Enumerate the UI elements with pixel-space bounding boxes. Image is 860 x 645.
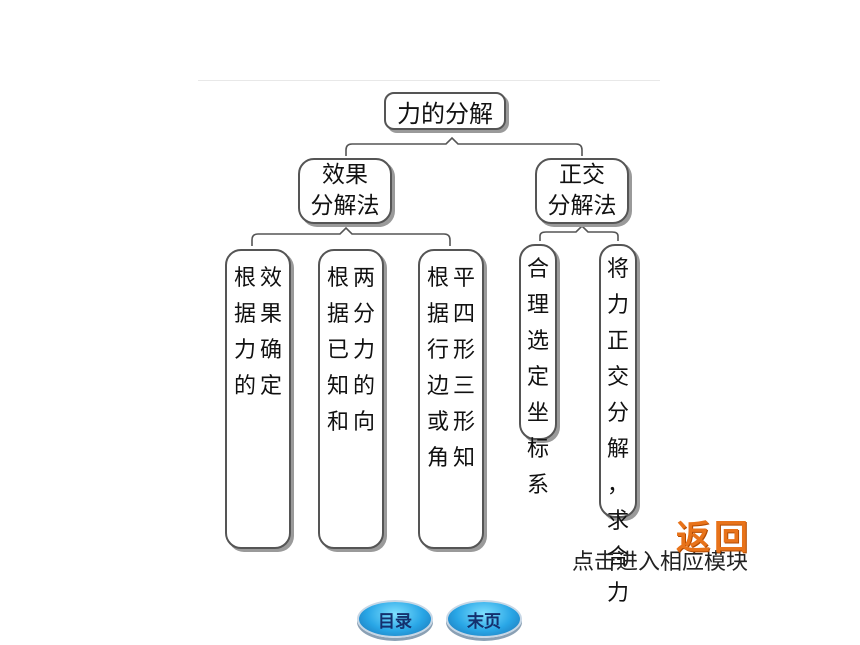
glyph: 知 [326,374,349,399]
glyph: 边 [426,374,449,399]
leaf-node: 根据行边或角 平四形三形知 [418,249,484,549]
glyph: 角 [426,446,449,471]
leaf-node: 合理选定坐标系 [519,244,557,498]
root-label: 力的分解 [397,99,493,128]
glyph: 力 [606,581,629,606]
glyph: 形 [452,410,475,435]
last-page-button-label: 末页 [467,611,501,632]
glyph: 根 [233,266,256,291]
glyph: 理 [526,293,549,318]
glyph: 的 [233,374,256,399]
top-rule [198,80,660,81]
hint-text: 点击进入相应模块 [572,550,749,575]
glyph: 合 [606,545,629,570]
leaf-node: 将力正交分解，求合力 [599,244,637,606]
method-label: 效果 分解法 [310,162,380,219]
text-column: 平四形三形知 [452,261,476,477]
glyph: 分 [606,401,629,426]
glyph: 定 [259,374,282,399]
root-node: 力的分解 [384,92,506,130]
glyph: 和 [326,410,349,435]
glyph: 四 [452,302,475,327]
glyph: 三 [452,374,475,399]
glyph: 力 [606,293,629,318]
text-column: 根据行边或角 [426,261,450,477]
toc-button[interactable]: 目录 [357,600,433,638]
glyph: 标 [526,437,549,462]
glyph: 求 [606,509,629,534]
glyph: 根 [426,266,449,291]
toc-button-label: 目录 [378,611,412,632]
text-column: 效果确定 [259,261,283,405]
text-column: 合理选定坐标系 [526,252,550,504]
glyph: 或 [426,410,449,435]
glyph: 选 [526,329,549,354]
leaf-node: 根据已知和 两分力的向 [318,249,384,549]
glyph: 交 [606,365,629,390]
glyph: 向 [352,410,375,435]
effect-brace [251,226,451,246]
glyph: 据 [326,302,349,327]
ortho-brace [539,224,619,241]
glyph: ， [606,473,629,498]
glyph: 据 [426,302,449,327]
glyph: 将 [606,257,629,282]
glyph: 知 [452,446,475,471]
glyph: 根 [326,266,349,291]
glyph: 定 [526,365,549,390]
text-column: 根据力的 [233,261,257,405]
glyph: 果 [259,302,282,327]
glyph: 力 [233,338,256,363]
method-node-orthogonal[interactable]: 正交 分解法 [535,158,629,224]
glyph: 两 [352,266,375,291]
text-column: 将力正交分解，求合力 [606,252,630,612]
method-label: 正交 分解法 [547,162,617,219]
glyph: 平 [452,266,475,291]
glyph: 合 [526,257,549,282]
glyph: 效 [259,266,282,291]
glyph: 的 [352,374,375,399]
glyph: 力 [352,338,375,363]
leaf-node: 根据力的 效果确定 [225,249,291,549]
glyph: 正 [606,329,629,354]
glyph: 行 [426,338,449,363]
text-column: 根据已知和 [326,261,350,441]
glyph: 系 [526,473,549,498]
glyph: 坐 [526,401,549,426]
last-page-button[interactable]: 末页 [446,600,522,638]
glyph: 解 [606,437,629,462]
glyph: 形 [452,338,475,363]
glyph: 据 [233,302,256,327]
text-column: 两分力的向 [352,261,376,441]
glyph: 分 [352,302,375,327]
back-link[interactable]: 返回 [676,518,752,558]
method-node-effect[interactable]: 效果 分解法 [298,158,392,224]
root-brace [345,136,583,156]
glyph: 确 [259,338,282,363]
glyph: 已 [326,338,349,363]
